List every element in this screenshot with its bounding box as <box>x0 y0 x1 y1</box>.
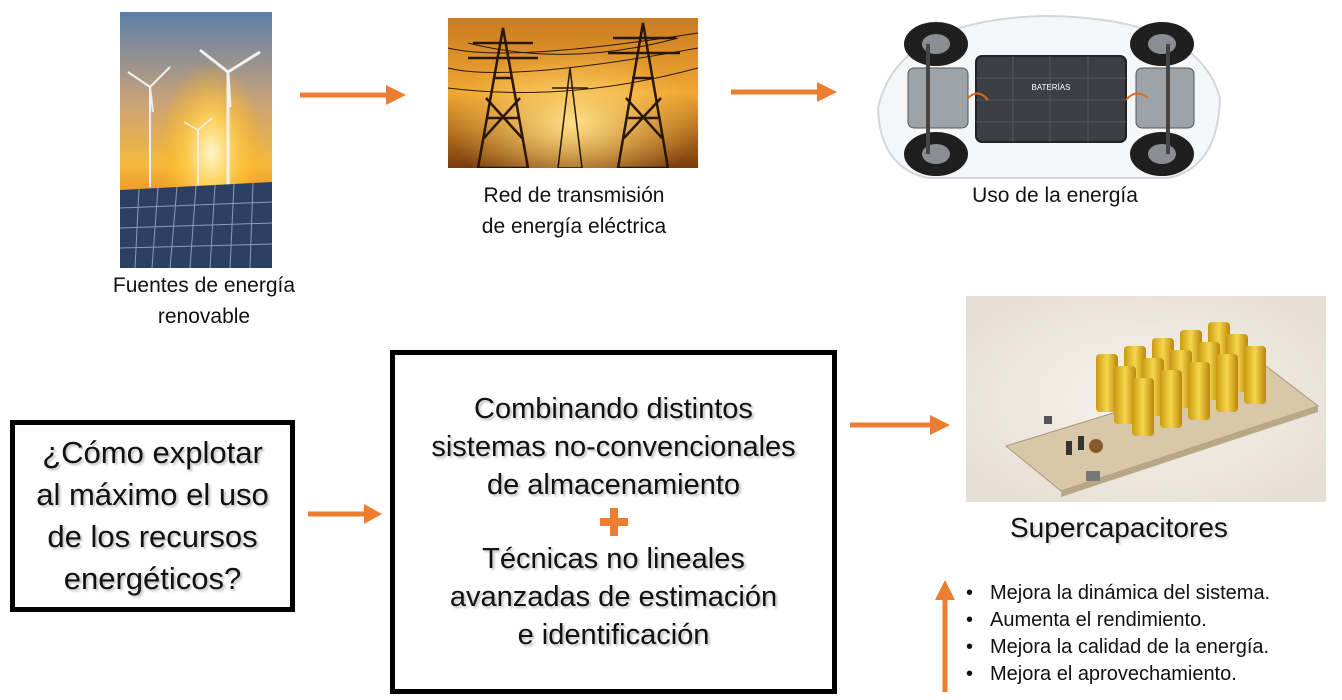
approach-line: Combinando distintos <box>474 393 753 425</box>
question-line: energéticos? <box>63 561 242 596</box>
benefit-item: Mejora la calidad de la energía. <box>958 634 1342 661</box>
benefit-item: Aumenta el rendimiento. <box>958 607 1342 634</box>
arrow-right-icon <box>850 413 950 437</box>
energy-use-caption: Uso de la energía <box>972 184 1138 207</box>
question-line: de los recursos <box>47 519 258 554</box>
caption-line: Red de transmisión <box>483 184 665 207</box>
renewable-caption: Fuentes de energía renovable <box>80 270 328 332</box>
question-line: ¿Cómo explotar <box>42 435 263 470</box>
arrow-up-icon <box>934 580 956 692</box>
power-grid-image <box>448 18 698 168</box>
battery-label: BATERÍAS <box>1032 83 1071 92</box>
approach-line: e identificación <box>517 619 710 651</box>
arrow-right-icon <box>731 80 837 104</box>
supercapacitor-title: Supercapacitores <box>1010 512 1228 543</box>
caption-line: Fuentes de energía <box>112 274 296 297</box>
approach-box: Combinando distintos sistemas no-convenc… <box>390 350 837 694</box>
approach-line: sistemas no-convencionales <box>431 431 796 463</box>
benefits-list: Mejora la dinámica del sistema. Aumenta … <box>958 580 1342 688</box>
caption-line: de energía eléctrica <box>481 215 667 238</box>
arrow-right-icon <box>308 502 382 526</box>
question-line: al máximo el uso <box>36 477 269 512</box>
approach-line: de almacenamiento <box>486 469 741 501</box>
caption-line: renovable <box>157 305 251 328</box>
arrow-right-icon <box>300 83 406 107</box>
approach-line: Técnicas no lineales <box>482 543 745 575</box>
question-box: ¿Cómo explotar al máximo el uso de los r… <box>10 420 295 612</box>
plus-icon <box>431 504 795 540</box>
approach-line: avanzadas de estimación <box>449 581 778 613</box>
benefit-item: Mejora la dinámica del sistema. <box>958 580 1342 607</box>
supercapacitor-image <box>966 296 1326 502</box>
benefit-item: Mejora el aprovechamiento. <box>958 661 1342 688</box>
renewable-energy-image <box>120 12 272 268</box>
grid-caption: Red de transmisión de energía eléctrica <box>445 180 703 242</box>
ev-chassis-image: BATERÍAS <box>868 8 1230 184</box>
